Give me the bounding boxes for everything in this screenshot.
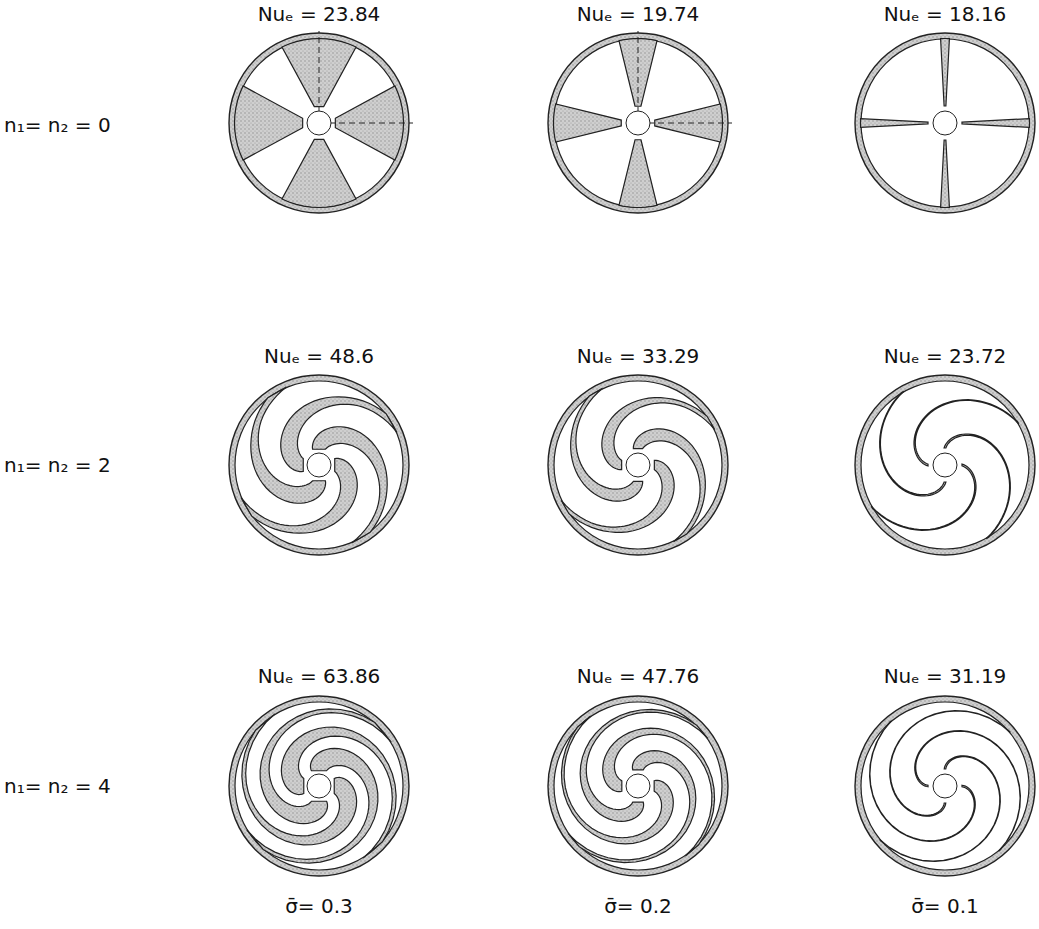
center-hole: [933, 453, 957, 477]
fin-disk: [855, 696, 1035, 876]
outer-ring: [229, 375, 409, 555]
symmetry-line: [648, 123, 732, 124]
spiral-fin: [871, 464, 976, 530]
center-hole: [307, 774, 331, 798]
spiral-fin: [915, 731, 1021, 852]
fin-wedge: [235, 86, 303, 160]
nusselt-value: Nuₑ = 19.74: [577, 2, 700, 26]
outer-ring: [229, 696, 409, 876]
spiral-fin: [602, 398, 715, 470]
nusselt-value: Nuₑ = 18.16: [884, 2, 1007, 26]
fin-wedge: [941, 140, 950, 208]
nusselt-value: Nuₑ = 63.86: [258, 664, 381, 688]
fin-wedge: [619, 140, 657, 208]
row-label: n₁= n₂ = 4: [4, 774, 111, 798]
spiral-fin: [914, 400, 1019, 466]
spiral-fin: [890, 711, 1011, 817]
inner-disk: [235, 702, 403, 870]
center-hole: [307, 111, 331, 135]
fin-wedge: [282, 139, 356, 207]
outer-ring: [855, 696, 1035, 876]
center-hole: [626, 111, 650, 135]
inner-disk: [861, 702, 1029, 870]
center-hole: [933, 111, 957, 135]
outer-ring: [548, 375, 728, 555]
fin-disk: [229, 696, 409, 876]
nusselt-value: Nuₑ = 48.6: [264, 344, 374, 368]
fin-wedge: [962, 119, 1030, 128]
inner-disk: [554, 39, 722, 207]
fin-disk: [548, 31, 732, 213]
center-hole: [307, 453, 331, 477]
fin-disk: [855, 375, 1035, 555]
fin-disk: [855, 33, 1035, 213]
row-label: n₁= n₂ = 2: [4, 453, 111, 477]
inner-disk: [861, 39, 1029, 207]
center-hole: [626, 453, 650, 477]
spiral-fin: [281, 397, 397, 472]
fin-wedge: [941, 39, 950, 107]
column-label: σ̄= 0.2: [604, 894, 672, 918]
symmetry-line: [329, 123, 413, 124]
outer-ring: [548, 696, 728, 876]
inner-disk: [861, 381, 1029, 549]
inner-disk: [554, 381, 722, 549]
spiral-fin: [944, 434, 1010, 539]
nusselt-value: Nuₑ = 31.19: [884, 664, 1007, 688]
fin-disk: [229, 31, 413, 213]
nusselt-value: Nuₑ = 23.84: [258, 2, 381, 26]
inner-disk: [235, 39, 403, 207]
spiral-fin: [281, 727, 396, 858]
spiral-fin: [880, 756, 1001, 862]
fin-disk: [229, 375, 409, 555]
outer-ring: [855, 375, 1035, 555]
inner-disk: [235, 381, 403, 549]
column-label: σ̄= 0.3: [285, 894, 353, 918]
outer-ring: [855, 33, 1035, 213]
spiral-fin: [580, 709, 708, 821]
fin-disk: [548, 375, 728, 555]
symmetry-line: [638, 31, 639, 113]
nusselt-value: Nuₑ = 47.76: [577, 664, 700, 688]
column-label: σ̄= 0.1: [911, 894, 979, 918]
spiral-fin: [870, 721, 976, 842]
row-label: n₁= n₂ = 0: [4, 113, 111, 137]
fin-disk: [548, 696, 728, 876]
nusselt-value: Nuₑ = 23.72: [884, 344, 1007, 368]
center-hole: [933, 774, 957, 798]
fin-wedge: [861, 119, 929, 128]
spiral-fin: [880, 391, 946, 496]
spiral-fin: [603, 728, 715, 856]
center-hole: [626, 774, 650, 798]
symmetry-line: [319, 31, 320, 113]
nusselt-value: Nuₑ = 33.29: [577, 344, 700, 368]
fin-wedge: [554, 104, 622, 142]
spiral-fin: [260, 709, 391, 824]
inner-disk: [554, 702, 722, 870]
